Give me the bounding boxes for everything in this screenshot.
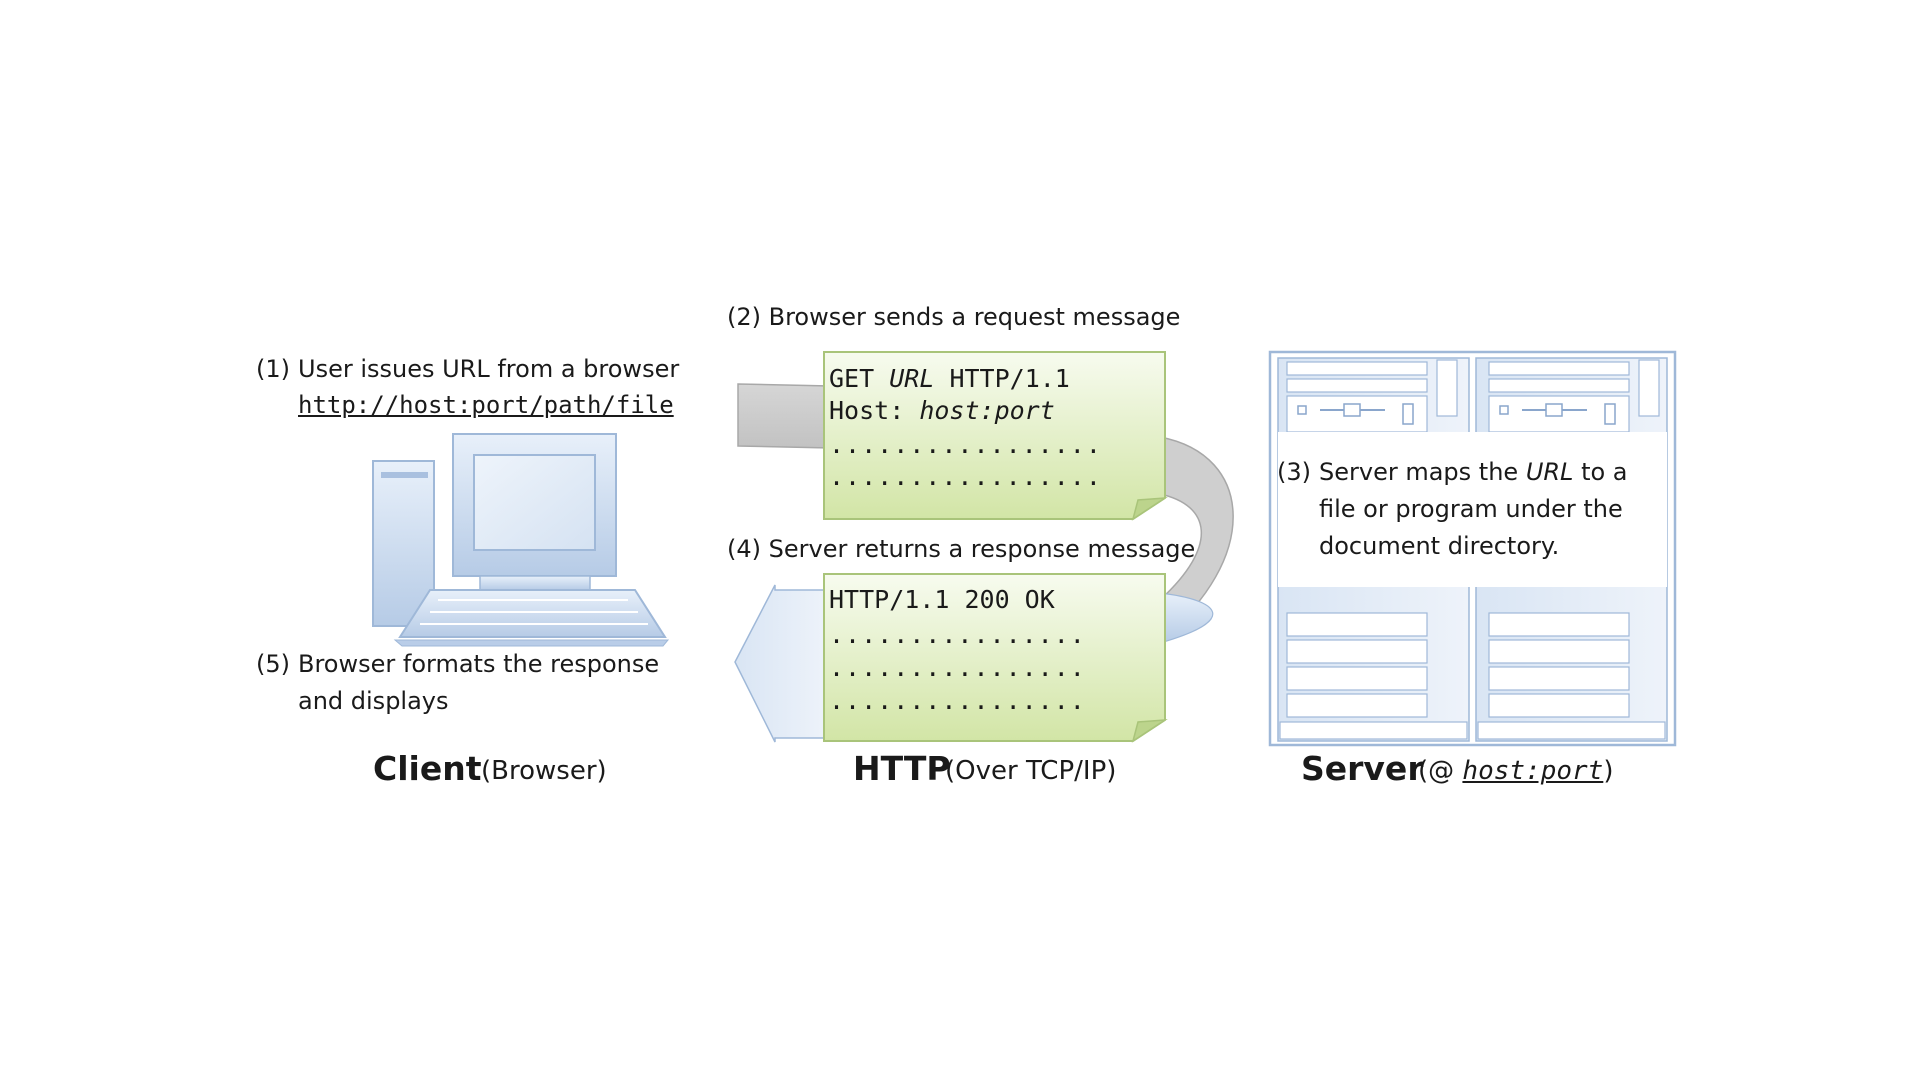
request-line-2: Host: host:port bbox=[829, 396, 1055, 425]
request-message-note bbox=[823, 351, 1168, 521]
request-line-1: GET URL HTTP/1.1 bbox=[829, 364, 1070, 393]
step1-url: http://host:port/path/file bbox=[298, 391, 674, 419]
request-flow-band bbox=[737, 383, 1234, 642]
response-dots-2: ................ bbox=[829, 653, 1086, 682]
step1-text: User issues URL from a browser bbox=[298, 355, 680, 383]
step5-text-line1: Browser formats the response bbox=[298, 650, 660, 678]
request-dots-1: ................. bbox=[829, 430, 1102, 459]
response-status-line: HTTP/1.1 200 OK bbox=[829, 585, 1055, 614]
http-title: HTTP bbox=[853, 749, 951, 788]
step2-text: (2) Browser sends a request message bbox=[727, 303, 1181, 331]
step3-number: (3) bbox=[1277, 458, 1311, 486]
server-subtitle: (@ host:port) bbox=[1418, 756, 1614, 786]
request-dots-2: ................. bbox=[829, 462, 1102, 491]
step3-text-line2: file or program under the bbox=[1319, 495, 1623, 523]
response-dots-3: ................ bbox=[829, 686, 1086, 715]
client-subtitle: (Browser) bbox=[481, 756, 607, 786]
step5-number: (5) bbox=[256, 650, 290, 678]
response-arrow bbox=[734, 584, 1214, 743]
step4-text: (4) Server returns a response message bbox=[727, 535, 1196, 563]
response-dots-1: ................ bbox=[829, 620, 1086, 649]
step5-text-line2: and displays bbox=[298, 687, 449, 715]
client-title: Client bbox=[373, 749, 482, 788]
step3-text-line1: Server maps the URL to a bbox=[1319, 458, 1628, 486]
server-rack-icon bbox=[1268, 350, 1677, 747]
http-subtitle: (Over TCP/IP) bbox=[945, 756, 1117, 786]
response-message-note bbox=[823, 573, 1168, 743]
server-title: Server bbox=[1301, 749, 1424, 788]
step1-number: (1) bbox=[256, 355, 290, 383]
step3-text-line3: document directory. bbox=[1319, 532, 1560, 560]
desktop-computer-icon bbox=[372, 433, 670, 647]
